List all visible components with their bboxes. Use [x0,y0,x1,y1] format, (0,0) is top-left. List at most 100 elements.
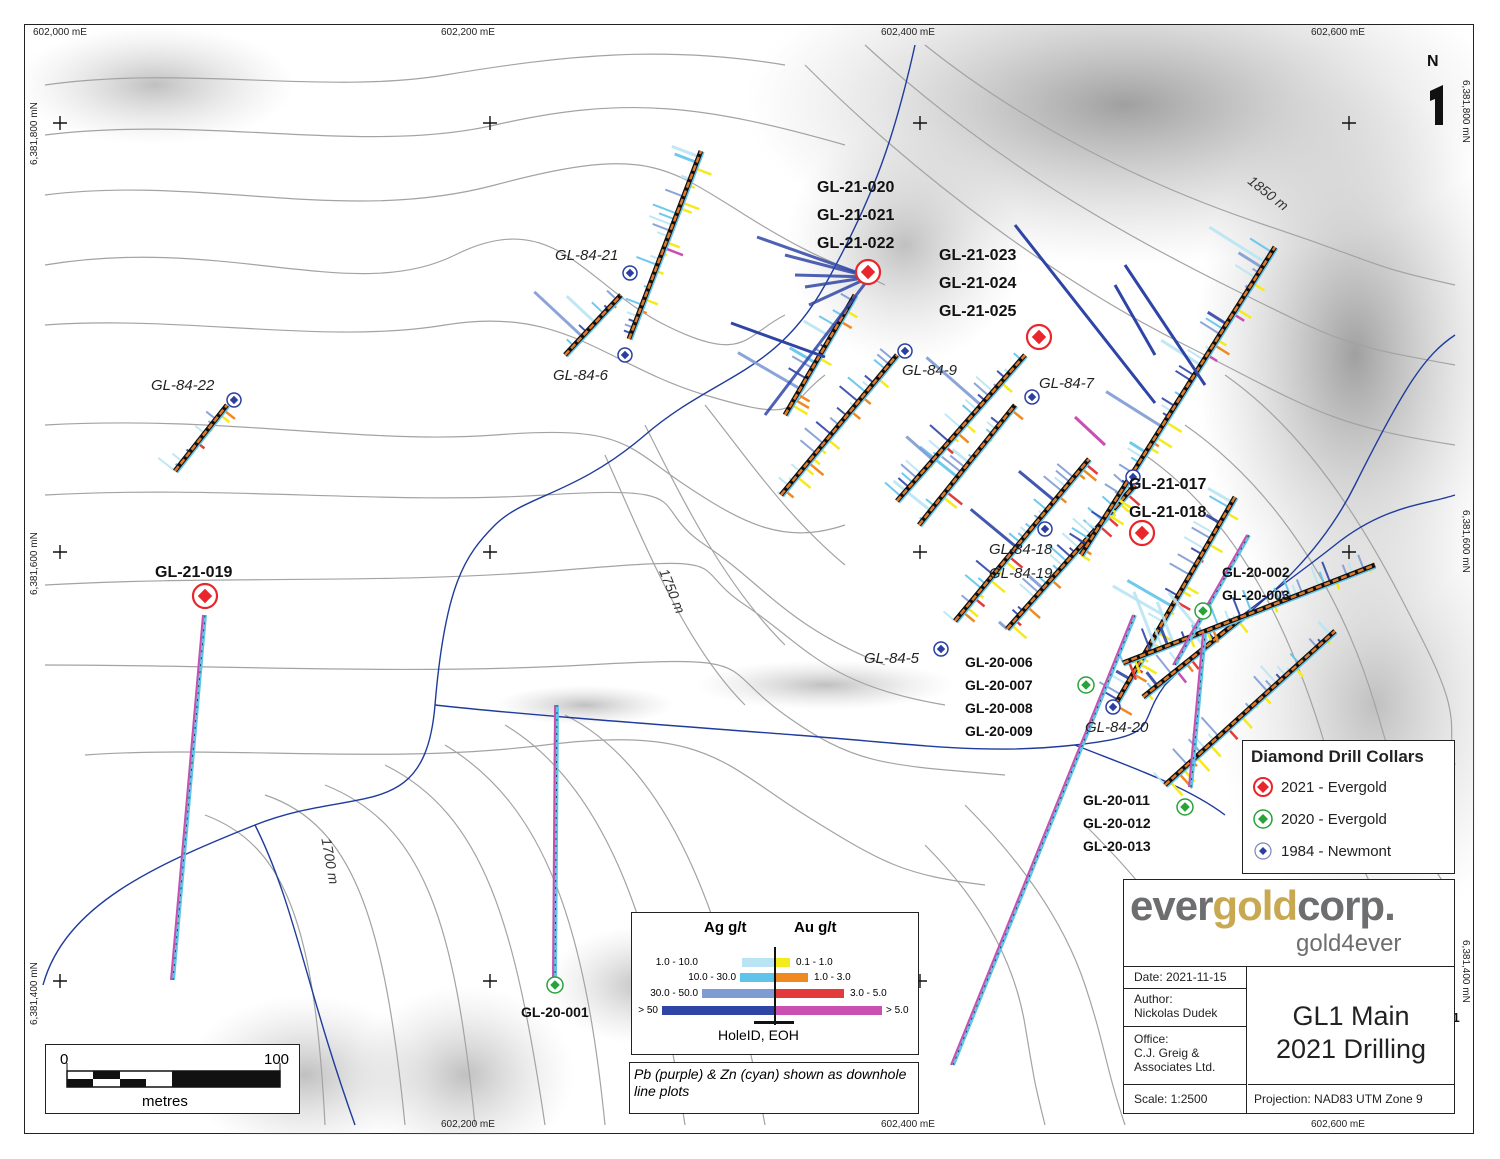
hole-label: GL-20-011 [1083,792,1150,808]
ag-range-label: 10.0 - 30.0 [688,972,736,983]
ag-range-bar [740,973,774,982]
hole-label-historic: GL-84-5 [864,650,920,667]
au-range-label: 0.1 - 1.0 [796,957,833,968]
easting-label-bottom: 602,200 mE [441,1119,495,1130]
collar-legend-title: Diamond Drill Collars [1251,747,1424,766]
hole-label: GL-20-003 [1222,587,1290,603]
collar-legend: Diamond Drill Collars 2021 - Evergold 20… [1242,740,1455,874]
drill-traces [157,144,1377,1066]
drill-trace [776,348,900,499]
ag-range-bar [662,1006,774,1015]
au-range-bar [776,958,790,967]
collar-legend-label: 2020 - Evergold [1281,810,1387,828]
drill-trace [157,403,236,474]
collar-icon [933,641,949,657]
drill-trace-spray [1013,224,1157,404]
logo-ever: ever [1130,882,1213,929]
collar-legend-item: 1984 - Newmont [1251,835,1446,867]
assay-legend: Ag g/t Au g/t 1.0 - 10.0 10.0 - 30.0 30.… [631,912,919,1055]
title-date: Date: 2021-11-15 [1134,970,1227,984]
hole-label: GL-20-008 [965,700,1033,716]
drill-trace-spray [1123,264,1207,386]
scale-end-label: 100 [264,1051,290,1068]
hole-label: GL-21-025 [939,303,1017,320]
northing-label-right: 6,381,400 mN [1460,940,1471,1003]
collar-icon [1025,323,1053,351]
hole-label: GL-20-006 [965,654,1033,670]
collar-icon [1037,521,1053,537]
hole-label: GL-20-007 [965,677,1033,693]
collar-2020-icon [1253,809,1273,829]
map-title-line: 2021 Drilling [1275,1034,1427,1064]
collar-icon [1176,798,1194,816]
au-title: Au g/t [794,919,837,936]
drill-collars [191,258,1212,994]
drill-trace [1069,225,1279,562]
hole-label: GL-20-001 [521,1004,589,1020]
drill-trace [892,403,1024,528]
easting-label-bottom: 602,600 mE [1311,1119,1365,1130]
au-range-bar [776,1006,882,1015]
hole-label: GL-21-022 [817,235,895,252]
evergold-logo: evergoldcorp. [1130,882,1396,930]
collar-icon [1194,602,1212,620]
collar-icon [546,976,564,994]
easting-label-top: 602,400 mE [881,27,935,38]
hole-label-historic: GL-84-9 [902,362,958,379]
drill-trace-spray [763,276,872,416]
title-office-line: C.J. Greig & [1134,1046,1200,1060]
collar-legend-label: 1984 - Newmont [1281,842,1392,860]
drill-trace [552,704,559,981]
title-author-label: Author: [1134,992,1173,1006]
map-title-line: GL1 Main [1292,1001,1410,1031]
title-scale: Scale: 1:2500 [1134,1092,1208,1106]
title-office-label: Office: [1134,1032,1169,1046]
title-office-line: Associates Ltd. [1134,1060,1216,1074]
hole-label-historic: GL-84-20 [1085,719,1149,736]
collar-icon [226,392,242,408]
northing-label-left: 6,381,600 mN [29,532,40,595]
drill-trace [950,614,1137,1066]
logo-gold: gold [1212,882,1298,929]
ag-title: Ag g/t [704,919,747,936]
au-range-bar [776,989,844,998]
easting-label-top: 602,200 mE [441,27,495,38]
northing-label-right: 6,381,600 mN [1460,510,1471,573]
hole-label-historic: GL-84-18 [989,541,1053,558]
assay-note: Pb (purple) & Zn (cyan) shown as downhol… [629,1062,919,1114]
contour-lines [44,44,1456,1126]
hole-label-historic: GL-84-19 [989,565,1053,582]
collar-1984-icon [1254,842,1272,860]
collar-icon [1105,699,1121,715]
assay-axis-base [754,1021,794,1024]
logo-block: evergoldcorp. gold4ever [1124,880,1454,967]
collar-icon [617,347,633,363]
drill-trace-spray [756,235,871,279]
hole-label: GL-21-023 [939,247,1017,264]
drill-trace-spray [1073,415,1107,447]
au-range-bar [776,973,808,982]
hole-label: GL-21-017 [1129,476,1207,493]
north-arrow-label: N [1427,53,1439,70]
easting-label-bottom: 602,400 mE [881,1119,935,1130]
hole-label-historic: GL-84-6 [553,367,609,384]
collar-legend-item: 2021 - Evergold [1251,771,1446,803]
drill-trace [942,457,1099,624]
title-author: Nickolas Dudek [1134,1006,1218,1020]
hole-label-historic: GL-84-7 [1039,375,1095,392]
collar-2021-icon [1253,777,1273,797]
hole-label-historic: GL-84-22 [151,377,215,394]
au-range-label: 1.0 - 3.0 [814,972,851,983]
collar-icon [1128,519,1156,547]
hole-label: GL-21-021 [817,207,895,224]
drill-trace [1172,534,1251,666]
scale-bar-graphic [66,1063,281,1088]
scale-start-label: 0 [60,1051,69,1068]
title-meta: Date: 2021-11-15 Author: Nickolas Dudek … [1124,966,1247,1113]
collar-icon [622,265,638,281]
title-projection: Projection: NAD83 UTM Zone 9 [1254,1092,1423,1106]
ag-range-label: 30.0 - 50.0 [650,988,698,999]
ag-range-label: > 50 [638,1005,658,1016]
au-range-label: 3.0 - 5.0 [850,988,887,999]
hole-label: GL-21-024 [939,275,1017,292]
